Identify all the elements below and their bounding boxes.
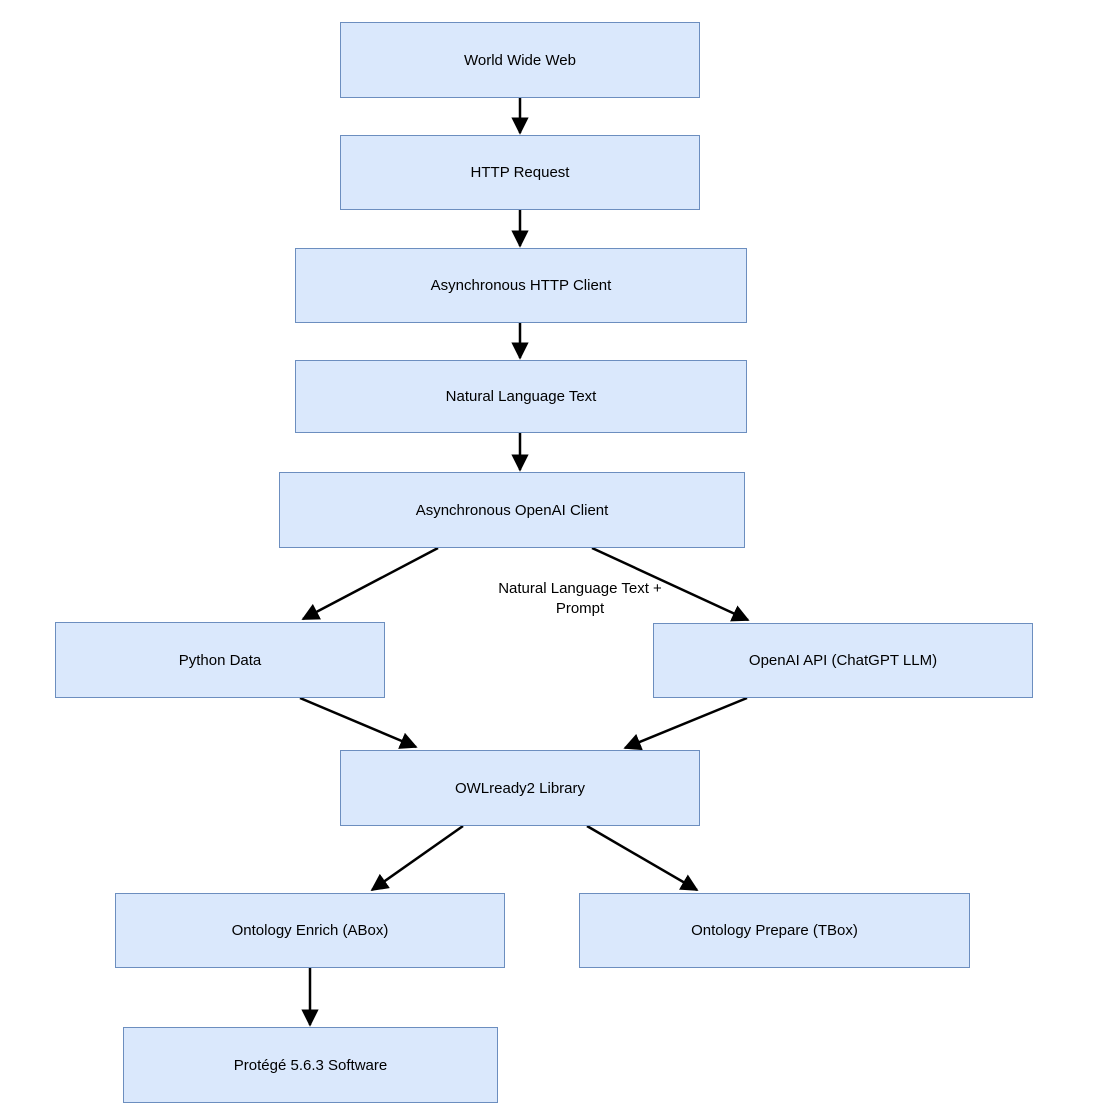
edge-label-nl-text-prompt: Natural Language Text + Prompt	[498, 580, 662, 617]
node-protege-software: Protégé 5.6.3 Software	[123, 1027, 498, 1103]
node-openai-api: OpenAI API (ChatGPT LLM)	[653, 623, 1033, 698]
node-label: Asynchronous HTTP Client	[430, 277, 612, 294]
node-world-wide-web: World Wide Web	[340, 22, 700, 98]
node-label: OpenAI API (ChatGPT LLM)	[748, 652, 938, 669]
edge-owlready2-to-ontology-enrich	[370, 824, 464, 892]
edge-openai-api-to-owlready2	[623, 696, 748, 751]
node-label: Python Data	[178, 651, 262, 669]
node-label: Asynchronous OpenAI Client	[415, 501, 609, 519]
node-async-http-client: Asynchronous HTTP Client	[295, 248, 747, 323]
node-python-data: Python Data	[55, 622, 385, 698]
node-ontology-prepare-tbox: Ontology Prepare (TBox)	[579, 893, 970, 968]
edge-async-openai-to-python-data	[301, 546, 439, 621]
node-async-openai-client: Asynchronous OpenAI Client	[279, 472, 745, 548]
node-ontology-enrich-abox: Ontology Enrich (ABox)	[115, 893, 505, 968]
edge-owlready2-to-ontology-prepare	[586, 824, 699, 892]
node-label: OWLready2 Library	[454, 779, 586, 797]
node-label: Natural Language Text	[445, 388, 597, 405]
node-label: Ontology Enrich (ABox)	[231, 922, 389, 939]
node-owlready2-library: OWLready2 Library	[340, 750, 700, 826]
node-label: World Wide Web	[464, 51, 576, 69]
node-label: Ontology Prepare (TBox)	[691, 922, 858, 939]
node-label: Protégé 5.6.3 Software	[233, 1056, 388, 1074]
node-label: HTTP Request	[470, 164, 570, 181]
edge-python-data-to-owlready2	[299, 696, 418, 749]
node-natural-language-text: Natural Language Text	[295, 360, 747, 433]
node-http-request: HTTP Request	[340, 135, 700, 210]
